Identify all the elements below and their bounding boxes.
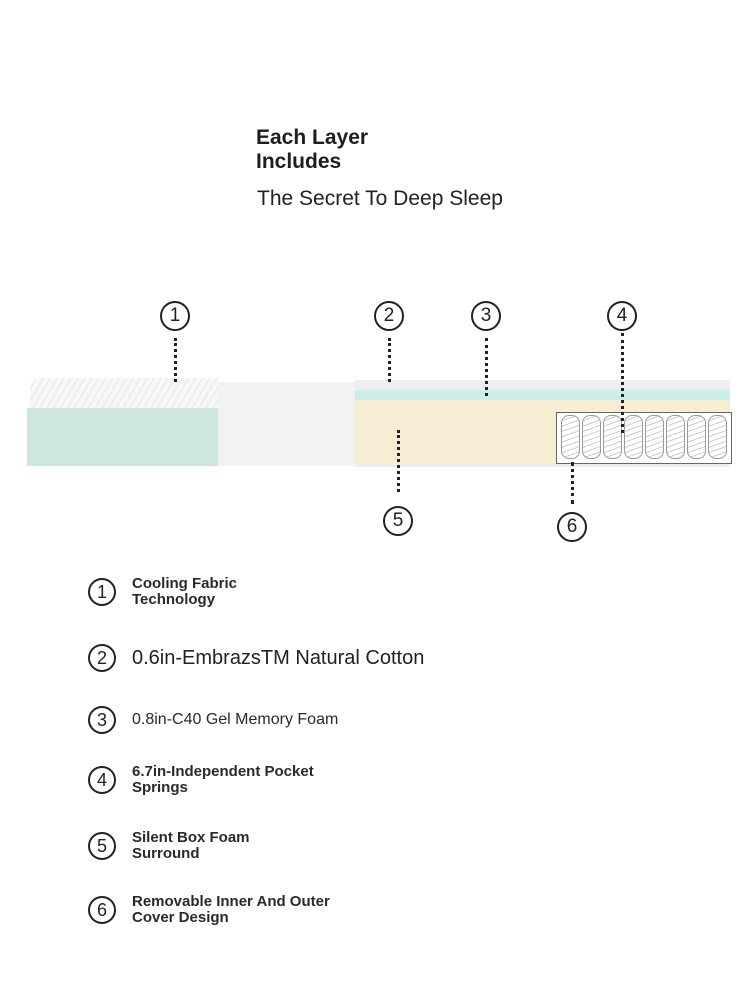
leader-line-2 <box>388 338 391 382</box>
page-title: Each Layer Includes <box>256 126 369 173</box>
legend-label: Cooling Fabric Technology <box>132 575 237 608</box>
marker-2: 2 <box>374 301 404 331</box>
legend-label: 0.6in-EmbrazsTM Natural Cotton <box>132 647 425 669</box>
legend-item-1: 1 Cooling Fabric Technology <box>88 576 252 608</box>
legend-label: 0.8in-C40 Gel Memory Foam <box>132 711 339 728</box>
leader-line-4 <box>621 333 624 433</box>
legend-item-6: 6 Removable Inner And Outer Cover Design <box>88 894 352 926</box>
number-badge: 5 <box>88 832 116 860</box>
marker-1: 1 <box>160 301 190 331</box>
legend-label: Silent Box Foam Surround <box>132 829 250 862</box>
number-badge: 2 <box>88 644 116 672</box>
page-subtitle: The Secret To Deep Sleep <box>257 187 503 210</box>
leader-line-1 <box>174 338 177 382</box>
leader-line-3 <box>485 338 488 396</box>
marker-5: 5 <box>383 506 413 536</box>
cotton-block <box>218 382 355 466</box>
number-badge: 3 <box>88 706 116 734</box>
pocket-springs <box>556 412 732 464</box>
teal-cover-side <box>27 408 218 466</box>
top-cotton-layer <box>355 380 730 390</box>
legend-label: 6.7in-Independent Pocket Springs <box>132 763 314 796</box>
number-badge: 6 <box>88 896 116 924</box>
leader-line-5 <box>397 430 400 492</box>
legend-item-4: 4 6.7in-Independent Pocket Springs <box>88 764 342 796</box>
leader-line-6 <box>571 462 574 504</box>
legend-item-3: 3 0.8in-C40 Gel Memory Foam <box>88 706 338 734</box>
legend-label: Removable Inner And Outer Cover Design <box>132 893 330 926</box>
marker-4: 4 <box>607 301 637 331</box>
marker-6: 6 <box>557 512 587 542</box>
legend-item-5: 5 Silent Box Foam Surround <box>88 830 262 862</box>
gel-foam-layer <box>355 390 730 400</box>
number-badge: 1 <box>88 578 116 606</box>
cooling-fabric-top <box>30 378 218 408</box>
marker-3: 3 <box>471 301 501 331</box>
legend-item-2: 2 0.6in-EmbrazsTM Natural Cotton <box>88 644 424 672</box>
number-badge: 4 <box>88 766 116 794</box>
